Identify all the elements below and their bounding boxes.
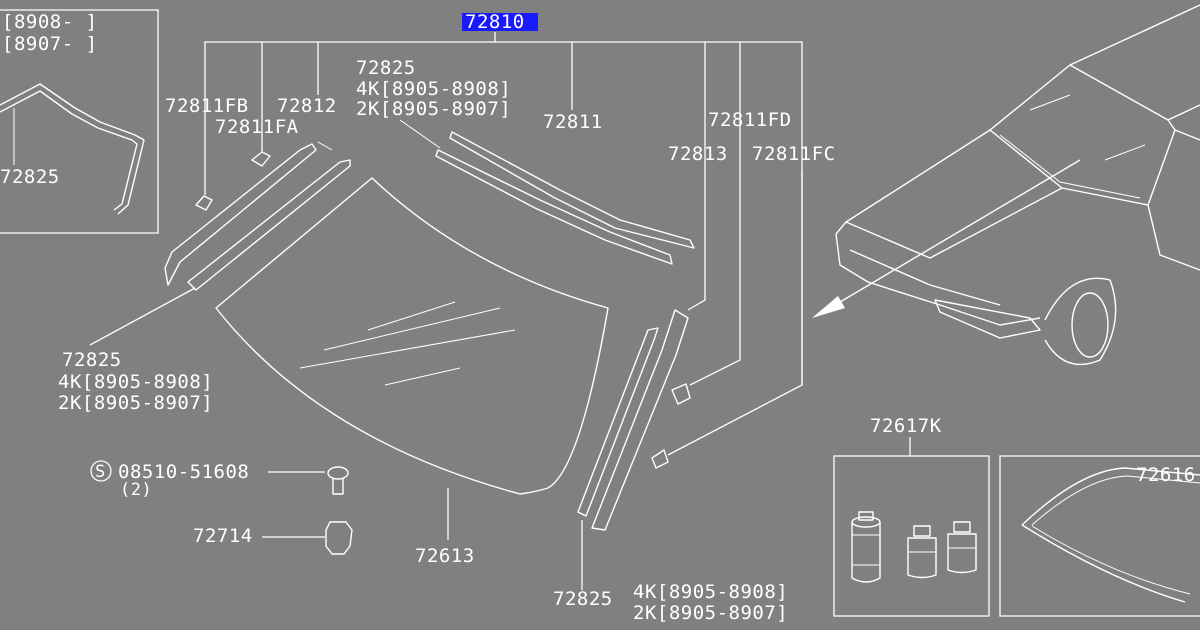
car-front-bumper (835, 233, 1041, 326)
car-windshield-frame (989, 119, 1176, 206)
inset-molding-outer (0, 83, 145, 215)
s-symbol: S (95, 462, 106, 482)
screw-shank (332, 478, 344, 495)
part-72616[interactable]: 72616 (1136, 464, 1196, 486)
car-headlight (934, 299, 1041, 339)
part-72825-bottom-2k: 2K[8905-8907] (633, 602, 788, 624)
clip-72811fb (195, 195, 213, 211)
right-pillar-molding (577, 110, 803, 590)
part-08510-qty: (2) (120, 480, 152, 500)
part-72825-bottom[interactable]: 72825 (553, 588, 613, 610)
glass-reflection-3 (299, 329, 516, 369)
glass-box-72616: 72616 (999, 455, 1200, 617)
part-72825-left-2k: 2K[8905-8907] (58, 392, 213, 414)
kit-box-border (833, 455, 990, 617)
part-72825-top-4k: 4K[8905-8908] (356, 78, 511, 100)
car-door-line (1147, 204, 1200, 271)
molding-72825-right (577, 327, 659, 517)
molding-end-clip (317, 141, 333, 151)
part-72811[interactable]: 72811 (543, 111, 603, 133)
glass-box-border (999, 455, 1200, 617)
highlight-box (462, 13, 538, 31)
leader-72811fd (689, 110, 741, 386)
car-glass-glint-1 (1029, 94, 1071, 111)
glass-outline-top (1021, 467, 1200, 526)
glass-reflection-4 (384, 367, 461, 386)
s-symbol-circle (90, 460, 112, 482)
inset-molding-inner (0, 90, 138, 211)
clip-body (325, 521, 353, 555)
glass-reflection-2 (323, 307, 501, 351)
molding-72811 (449, 131, 695, 249)
part-72811fd[interactable]: 72811FD (708, 109, 792, 131)
primer-bottle-1 (907, 525, 937, 579)
main-assembly-callout: 72810 (204, 11, 803, 385)
leader-72811fc (667, 170, 803, 456)
leader-72825-top (399, 119, 441, 149)
molding-72825-left (187, 159, 351, 291)
glass-reflection-1 (367, 301, 456, 331)
part-72825-left-4k: 4K[8905-8908] (58, 371, 213, 393)
clip-72811fd (671, 383, 691, 405)
part-08510-51608[interactable]: 08510-51608 (118, 461, 249, 483)
part-72825-left[interactable]: 72825 (62, 349, 122, 371)
glass-outline-bottom (1021, 524, 1186, 603)
pointer-arrow-shaft (829, 159, 1081, 309)
car-windshield-top (1069, 64, 1200, 121)
clip-72811fa (251, 151, 271, 167)
part-72810[interactable]: 72810 (465, 11, 525, 33)
pointer-arrow-head (812, 296, 845, 318)
car-bumper-line (849, 249, 1001, 306)
glass-inner-bottom (1031, 525, 1191, 595)
clip-72811fc (651, 449, 669, 469)
part-72825-top-2k: 2K[8905-8907] (356, 98, 511, 120)
part-72617k[interactable]: 72617K (870, 415, 942, 437)
car-glass-glint-2 (1104, 144, 1146, 161)
inset-top-left: [8908- ] [8907- ] 72825 (0, 9, 159, 234)
primer-bottle-2 (947, 521, 977, 574)
screw-head (327, 466, 349, 480)
part-72613[interactable]: 72613 (415, 545, 475, 567)
inset-part-72825: 72825 (0, 166, 60, 188)
car-roofline (835, 4, 1200, 235)
car-windshield-inner (999, 134, 1141, 199)
part-72825-top[interactable]: 72825 (356, 57, 416, 79)
part-72825-bottom-4k: 4K[8905-8908] (633, 581, 788, 603)
part-72811fb[interactable]: 72811FB (165, 95, 249, 117)
car-illustration (812, 4, 1200, 366)
leader-72825-left (89, 287, 196, 346)
leader-72813 (687, 140, 706, 311)
molding-72812 (164, 143, 317, 286)
inset-range-b: [8907- ] (2, 33, 98, 55)
windshield-glass (215, 177, 609, 495)
part-72811fc[interactable]: 72811FC (752, 143, 836, 165)
part-72813[interactable]: 72813 (668, 143, 728, 165)
glass-inner-top (1031, 475, 1200, 526)
car-wheel-arch (1044, 277, 1117, 366)
windshield-72613 (215, 177, 609, 540)
inset-border (0, 9, 159, 234)
car-a-pillar (1174, 129, 1200, 141)
fasteners: S 08510-51608 (2) 72714 (90, 460, 353, 555)
molding-72825-top (435, 149, 673, 265)
part-72811fa[interactable]: 72811FA (215, 116, 299, 138)
car-hood (845, 187, 1063, 259)
kit-box-72617k: 72617K (833, 415, 990, 617)
top-molding (399, 119, 695, 265)
inset-range-a: [8908- ] (2, 11, 98, 33)
part-72812[interactable]: 72812 (277, 95, 337, 117)
molding-72813 (591, 309, 689, 531)
adhesive-can (851, 511, 881, 583)
part-72714[interactable]: 72714 (193, 525, 253, 547)
car-wheel (1071, 292, 1109, 358)
